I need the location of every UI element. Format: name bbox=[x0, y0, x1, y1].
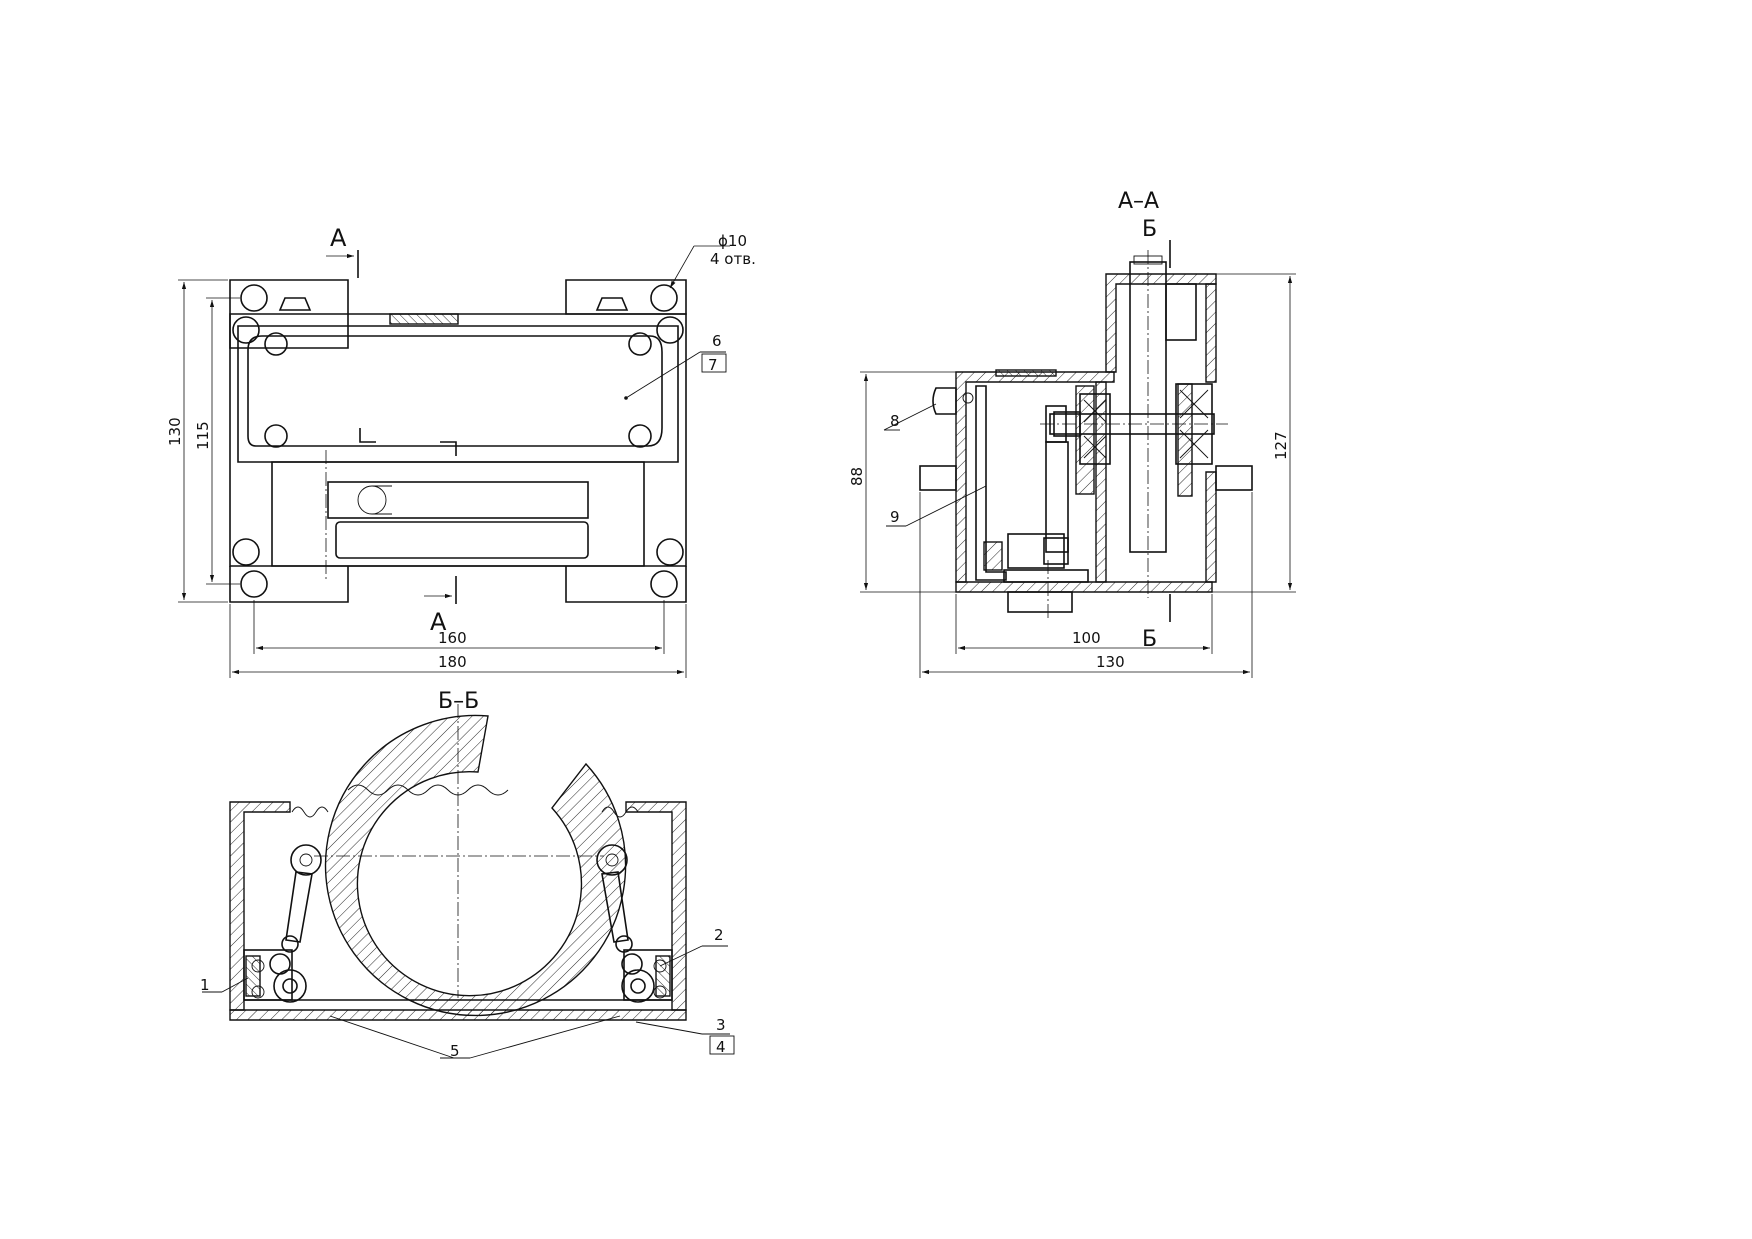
section-aa-title: А–А bbox=[1118, 189, 1159, 214]
label-5: 5 bbox=[450, 1042, 460, 1060]
dim-127: 127 bbox=[1272, 431, 1290, 460]
cut-b-top-label: Б bbox=[1142, 217, 1157, 242]
hole-count: 4 отв. bbox=[710, 250, 756, 268]
cut-b-bottom-label: Б bbox=[1142, 627, 1157, 652]
label-7: 7 bbox=[708, 356, 718, 374]
dim-88: 88 bbox=[848, 467, 866, 486]
front-holes bbox=[232, 284, 684, 598]
label-8: 8 bbox=[890, 412, 900, 430]
dim-115: 115 bbox=[194, 421, 212, 450]
hole-diameter: ϕ10 bbox=[718, 232, 747, 250]
label-9: 9 bbox=[890, 508, 900, 526]
label-6: 6 bbox=[712, 332, 722, 350]
section-a-bottom-label: А bbox=[430, 608, 447, 636]
label-4: 4 bbox=[716, 1038, 726, 1056]
label-3: 3 bbox=[716, 1016, 726, 1034]
dim-130-front: 130 bbox=[166, 417, 184, 446]
dim-180: 180 bbox=[438, 653, 467, 671]
section-bb-view: Б–Б 1 2 3 4 5 bbox=[200, 689, 735, 1060]
label-2: 2 bbox=[714, 926, 724, 944]
section-a-top-label: А bbox=[330, 224, 347, 252]
front-view: А А ϕ10 4 отв. 6 7 130 115 160 180 bbox=[166, 224, 756, 678]
section-bb-title: Б–Б bbox=[438, 689, 479, 714]
section-aa-view: А–А Б Б 8 9 88 127 100 130 bbox=[848, 189, 1296, 678]
dim-100: 100 bbox=[1072, 629, 1101, 647]
dim-160: 160 bbox=[438, 629, 467, 647]
label-1: 1 bbox=[200, 976, 210, 994]
dim-130-section: 130 bbox=[1096, 653, 1125, 671]
